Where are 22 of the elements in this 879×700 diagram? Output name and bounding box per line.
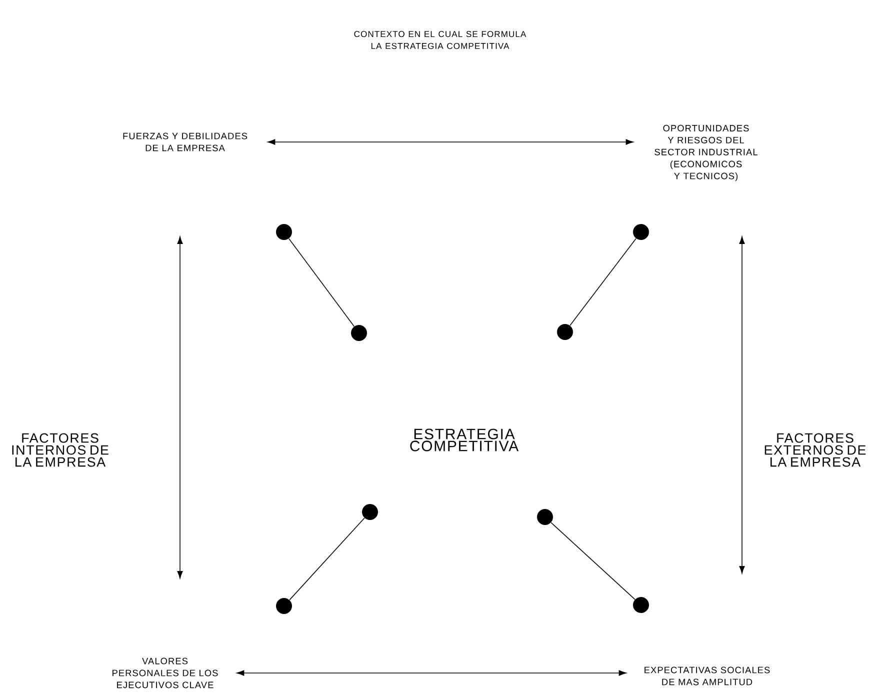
node-text: FUERZAS Y DEBILIDADES DE LA EMPRESA bbox=[123, 132, 248, 152]
label: FACTORES INTERNOS DE LA EMPRESA bbox=[12, 433, 108, 467]
dot bbox=[362, 504, 378, 520]
label: ESTRATEGIA COMPETITIVA bbox=[410, 428, 519, 452]
arrow bbox=[268, 139, 634, 145]
node-text: EXPECTATIVAS SOCIALES DE MAS AMPLITUD bbox=[644, 666, 770, 686]
node-text: OPORTUNIDADES Y RIESGOS DEL SECTOR INDUSTRIAL (ECONOMICOS Y TECNICOS) bbox=[654, 124, 758, 182]
dot bbox=[633, 597, 649, 613]
dot bbox=[633, 224, 649, 240]
dot bbox=[276, 598, 292, 614]
dot bbox=[351, 325, 367, 341]
connector-line bbox=[288, 238, 355, 327]
dot bbox=[276, 224, 292, 240]
dot bbox=[537, 509, 553, 525]
arrow bbox=[236, 670, 626, 676]
node-text: VALORES PERSONALES DE LOS EJECUTIVOS CLAVE bbox=[112, 658, 218, 688]
dot bbox=[557, 324, 573, 340]
connector-line bbox=[570, 238, 636, 326]
connector-line bbox=[289, 518, 365, 600]
title: CONTEXTO EN EL CUAL SE FORMULA LA ESTRATEGIA COMPETITIVA bbox=[354, 30, 526, 49]
connector-line bbox=[550, 522, 636, 600]
label: FACTORES EXTERNOS DE LA EMPRESA bbox=[764, 433, 866, 467]
